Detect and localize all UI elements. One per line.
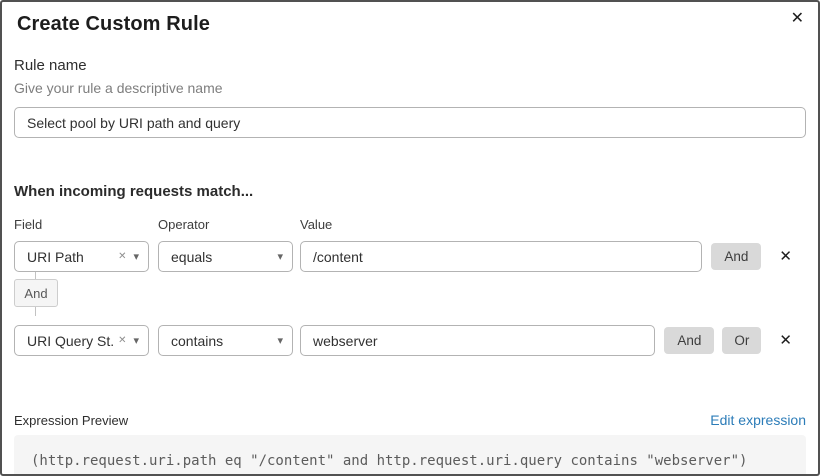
dialog-title: Create Custom Rule xyxy=(17,13,210,35)
clear-selection-icon[interactable]: ✕ xyxy=(118,251,127,262)
connector-line xyxy=(35,307,36,316)
operator-select[interactable]: equals ▾ xyxy=(158,241,293,272)
value-input[interactable] xyxy=(300,325,656,356)
chevron-down-icon: ▾ xyxy=(277,334,283,347)
and-connector-badge: And xyxy=(14,279,58,307)
chevron-down-icon: ▾ xyxy=(133,250,139,263)
value-column-label: Value xyxy=(300,217,333,232)
delete-condition-icon[interactable]: ✕ xyxy=(779,247,792,265)
rule-name-helper: Give your rule a descriptive name xyxy=(14,80,223,96)
expression-header: Expression Preview Edit expression xyxy=(14,412,806,428)
field-column-label: Field xyxy=(14,217,43,232)
field-select-value: URI Query St... xyxy=(27,332,115,349)
operator-select-value: contains xyxy=(171,332,224,349)
operator-column-label: Operator xyxy=(158,217,210,232)
connector-line xyxy=(35,272,36,279)
match-heading: When incoming requests match... xyxy=(14,183,254,200)
add-or-condition-button[interactable]: Or xyxy=(722,326,762,355)
close-icon[interactable]: ✕ xyxy=(790,8,804,27)
value-input[interactable] xyxy=(300,241,703,272)
chevron-down-icon: ▾ xyxy=(133,334,139,347)
delete-condition-icon[interactable]: ✕ xyxy=(779,331,792,349)
add-and-condition-button[interactable]: And xyxy=(664,326,715,355)
operator-select-value: equals xyxy=(171,248,213,265)
expression-code: (http.request.uri.path eq "/content" and… xyxy=(31,453,748,469)
field-select-value: URI Path xyxy=(27,248,84,265)
field-select[interactable]: URI Path ✕ ▾ xyxy=(14,241,149,272)
edit-expression-link[interactable]: Edit expression xyxy=(710,412,806,428)
expression-preview-label: Expression Preview xyxy=(14,413,129,428)
operator-select[interactable]: contains ▾ xyxy=(158,325,293,356)
rule-name-label: Rule name xyxy=(14,57,87,74)
field-select[interactable]: URI Query St... ✕ ▾ xyxy=(14,325,149,356)
expression-preview-box: (http.request.uri.path eq "/content" and… xyxy=(14,435,806,474)
criterion-row: URI Path ✕ ▾ equals ▾ And ✕ xyxy=(14,241,806,272)
column-labels: Field Operator Value xyxy=(14,217,806,232)
criterion-row: URI Query St... ✕ ▾ contains ▾ And Or ✕ xyxy=(14,325,806,356)
clear-selection-icon[interactable]: ✕ xyxy=(118,335,127,346)
rule-name-input[interactable] xyxy=(14,107,806,138)
chevron-down-icon: ▾ xyxy=(277,250,283,263)
add-and-condition-button[interactable]: And xyxy=(711,242,762,271)
